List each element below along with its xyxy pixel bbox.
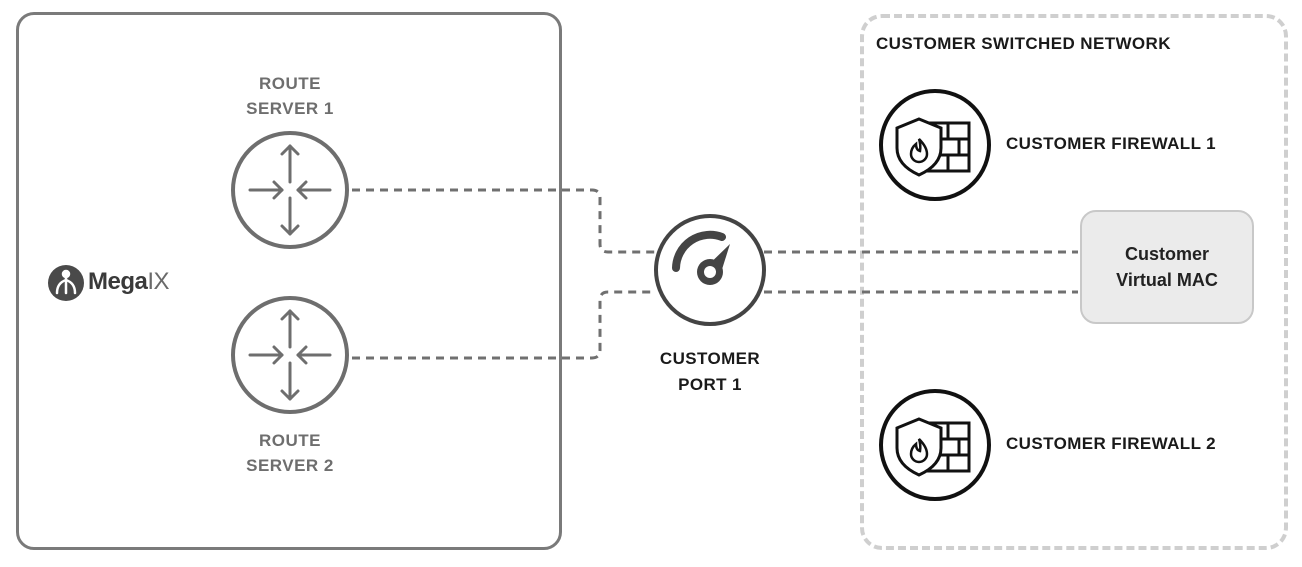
firewall-shield-icon xyxy=(879,89,991,201)
customer-firewall-2-label: CUSTOMER FIREWALL 2 xyxy=(1006,434,1217,453)
route-server-1-line2: SERVER 1 xyxy=(246,99,334,118)
megaix-logo-icon xyxy=(48,265,84,301)
firewall-shield-icon xyxy=(879,389,991,501)
customer-firewall-1-label: CUSTOMER FIREWALL 1 xyxy=(1006,134,1217,153)
customer-virtual-mac-box: Customer Virtual MAC xyxy=(1080,210,1254,324)
logo-bold-text: Mega xyxy=(88,268,148,295)
megaix-logo: MegaIX xyxy=(88,268,170,296)
virtual-mac-line2: Virtual MAC xyxy=(1116,270,1218,290)
route-server-1-label: ROUTE SERVER 1 xyxy=(200,71,380,121)
megaix-region xyxy=(16,12,562,550)
speedometer-icon xyxy=(654,214,766,326)
router-icon xyxy=(231,131,349,249)
route-server-1-line1: ROUTE xyxy=(259,74,321,93)
route-server-2-line2: SERVER 2 xyxy=(246,456,334,475)
router-icon xyxy=(231,296,349,414)
logo-light-text: IX xyxy=(147,268,170,295)
customer-port-label: CUSTOMER PORT 1 xyxy=(620,346,800,398)
customer-switched-network-region xyxy=(860,14,1288,550)
link-route-server-2-to-port xyxy=(352,290,656,360)
route-server-2-label: ROUTE SERVER 2 xyxy=(200,428,380,478)
customer-port-line1: CUSTOMER xyxy=(659,349,761,368)
customer-port-line2: PORT 1 xyxy=(678,375,742,394)
virtual-mac-line1: Customer xyxy=(1124,244,1209,264)
route-server-2-line1: ROUTE xyxy=(259,431,321,450)
customer-network-title: CUSTOMER SWITCHED NETWORK xyxy=(876,34,1171,53)
link-route-server-1-to-port xyxy=(352,188,656,254)
